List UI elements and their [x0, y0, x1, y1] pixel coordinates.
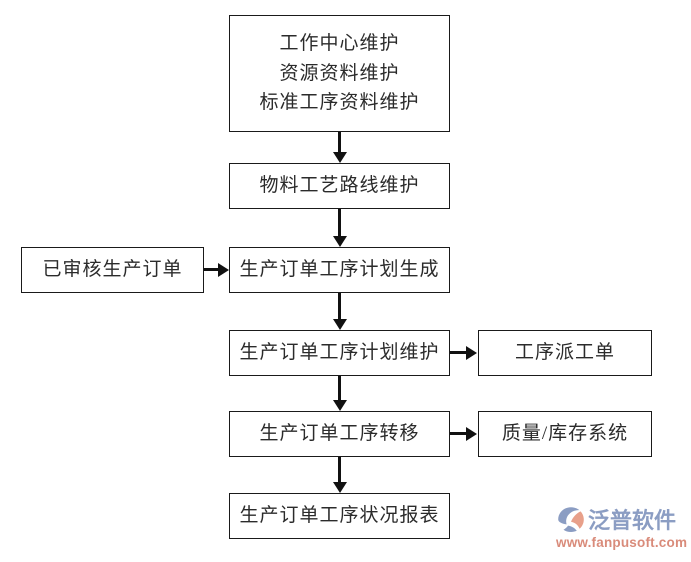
connector-approved-order-to-plan-generate: [204, 262, 229, 277]
node-routing-label: 物料工艺路线维护: [259, 175, 420, 197]
node-basic-data-line-3: 标准工序资料维护: [259, 92, 420, 114]
node-approved-production-order[interactable]: 已审核生产订单: [21, 247, 204, 293]
node-operation-plan-maintenance[interactable]: 生产订单工序计划维护: [229, 330, 450, 376]
arrow-right-icon: [218, 262, 229, 277]
connector-line: [450, 432, 468, 435]
arrow-down-icon: [332, 319, 347, 330]
connector-plan-generate-to-plan-maintain: [332, 293, 347, 330]
arrow-right-icon: [466, 345, 477, 360]
arrow-down-icon: [332, 236, 347, 247]
arrow-right-icon: [466, 426, 477, 441]
connector-transfer-to-status-report: [332, 457, 347, 493]
connector-transfer-to-quality-stock: [450, 426, 478, 441]
arrow-down-icon: [332, 152, 347, 163]
node-operation-status-report[interactable]: 生产订单工序状况报表: [229, 493, 450, 539]
node-operation-dispatch-order[interactable]: 工序派工单: [478, 330, 652, 376]
connector-line: [338, 376, 341, 401]
arrow-down-icon: [332, 482, 347, 493]
node-quality-stock-label: 质量/库存系统: [501, 423, 629, 445]
arrow-down-icon: [332, 400, 347, 411]
connector-line: [204, 268, 220, 271]
watermark-top-row: 泛普软件: [556, 504, 688, 534]
connector-line: [450, 351, 468, 354]
connector-line: [338, 209, 341, 237]
connector-line: [338, 457, 341, 483]
node-transfer-label: 生产订单工序转移: [259, 423, 420, 445]
node-approved-order-label: 已审核生产订单: [42, 259, 183, 281]
watermark-url-text: www.fanpusoft.com: [556, 535, 688, 550]
node-quality-inventory-system[interactable]: 质量/库存系统: [478, 411, 652, 457]
node-basic-data-maintenance[interactable]: 工作中心维护 资源资料维护 标准工序资料维护: [229, 15, 450, 132]
connector-line: [338, 293, 341, 320]
node-plan-generate-label: 生产订单工序计划生成: [239, 259, 440, 281]
connector-plan-maintain-to-dispatch-order: [450, 345, 478, 360]
node-plan-maintain-label: 生产订单工序计划维护: [239, 342, 440, 364]
node-status-report-label: 生产订单工序状况报表: [239, 505, 440, 527]
node-basic-data-line-1: 工作中心维护: [279, 33, 400, 55]
watermark-brand-text: 泛普软件: [588, 508, 677, 533]
node-operation-transfer[interactable]: 生产订单工序转移: [229, 411, 450, 457]
watermark-logo: 泛普软件 www.fanpusoft.com: [556, 504, 688, 552]
node-dispatch-order-label: 工序派工单: [514, 342, 615, 364]
connector-line: [338, 132, 341, 153]
node-operation-plan-generation[interactable]: 生产订单工序计划生成: [229, 247, 450, 293]
connector-plan-maintain-to-transfer: [332, 376, 347, 411]
connector-basic-data-to-routing: [332, 132, 347, 163]
node-material-routing-maintenance[interactable]: 物料工艺路线维护: [229, 163, 450, 209]
connector-routing-to-plan-generate: [332, 209, 347, 247]
fanpu-logo-icon: [558, 507, 584, 532]
node-basic-data-line-2: 资源资料维护: [279, 62, 400, 84]
